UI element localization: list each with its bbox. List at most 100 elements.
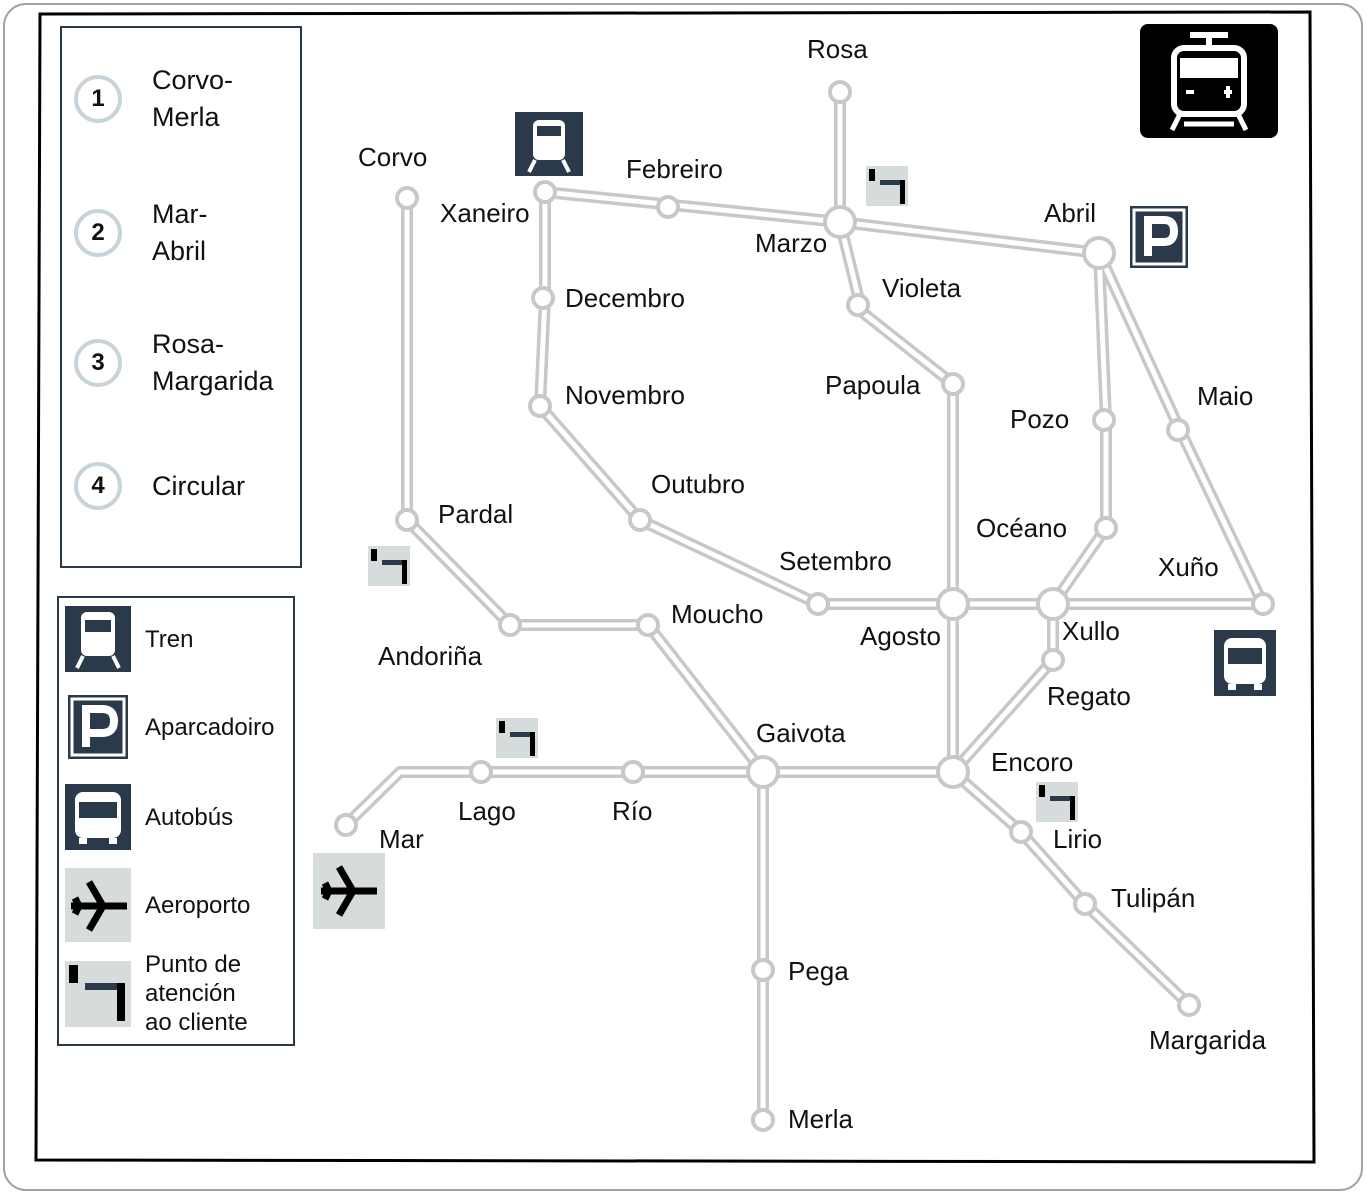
bus-icon (65, 784, 131, 850)
station-marker-corvo[interactable] (395, 186, 419, 210)
line-entry-1[interactable]: 1 Corvo- Merla (74, 62, 282, 136)
line-number-badge: 3 (74, 339, 122, 387)
station-label-pozo: Pozo (1010, 404, 1069, 434)
station-label-xuno: Xuño (1158, 552, 1219, 582)
station-marker-regato[interactable] (1041, 648, 1065, 672)
station-marker-pozo[interactable] (1092, 408, 1116, 432)
station-marker-setembro[interactable] (806, 592, 830, 616)
stations (334, 80, 1275, 1132)
line-number-badge: 1 (74, 75, 122, 123)
station-label-agosto: Agosto (860, 621, 941, 651)
bus-icon (1214, 630, 1276, 696)
legend-entry-bus: Autobús (65, 784, 295, 850)
station-marker-xullo[interactable] (1036, 587, 1070, 621)
station-marker-tulipan[interactable] (1073, 892, 1097, 916)
airplane-icon (313, 853, 385, 929)
station-marker-xuno[interactable] (1251, 592, 1275, 616)
station-label-papoula: Papoula (825, 370, 921, 400)
station-marker-pega[interactable] (751, 958, 775, 982)
station-marker-agosto[interactable] (936, 587, 970, 621)
station-label-setembro: Setembro (779, 546, 892, 576)
customer-service-icon (65, 960, 131, 1027)
legend-entry-airport: Aeroporto (65, 868, 295, 942)
station-label-regato: Regato (1047, 681, 1131, 711)
station-label-margarida: Margarida (1149, 1025, 1267, 1055)
station-marker-novembro[interactable] (528, 394, 552, 418)
station-label-tulipan: Tulipán (1111, 883, 1195, 913)
station-marker-outubro[interactable] (628, 508, 652, 532)
station-label-outubro: Outubro (651, 469, 745, 499)
station-marker-pardal[interactable] (395, 508, 419, 532)
station-marker-gaivota[interactable] (746, 755, 780, 789)
station-marker-decembro[interactable] (531, 286, 555, 310)
customer-service-icon (866, 166, 908, 206)
station-label-rio: Río (612, 796, 652, 826)
map-border (34, 10, 1316, 1164)
line-entry-2[interactable]: 2 Mar- Abril (74, 196, 282, 270)
station-marker-lirio[interactable] (1009, 820, 1033, 844)
station-label-xullo: Xullo (1062, 616, 1120, 646)
line-name: Mar- Abril (152, 199, 208, 266)
station-label-violeta: Violeta (882, 273, 962, 303)
station-marker-margarida[interactable] (1177, 993, 1201, 1017)
station-marker-merla[interactable] (751, 1108, 775, 1132)
station-label-andorina: Andoriña (378, 641, 483, 671)
station-marker-xaneiro[interactable] (533, 180, 557, 204)
lines-legend: 1 Corvo- Merla 2 Mar- Abril 3 Rosa- Marg… (60, 26, 302, 568)
legend-label: Tren (145, 625, 194, 653)
line-name: Circular (152, 470, 246, 501)
airplane-icon (65, 868, 131, 942)
track-line-inner (404, 195, 766, 1123)
symbols-legend: Tren Aparcadoiro Autobús Aeroporto Punto… (57, 596, 295, 1046)
station-label-maio: Maio (1197, 381, 1253, 411)
station-label-febreiro: Febreiro (626, 154, 723, 184)
station-label-abril: Abril (1044, 198, 1096, 228)
customer-service-icon (1036, 782, 1078, 822)
station-label-corvo: Corvo (358, 142, 427, 172)
legend-label: Autobús (145, 803, 234, 831)
train-icon (515, 112, 583, 176)
customer-service-icon (496, 718, 538, 758)
station-label-lago: Lago (458, 796, 516, 826)
station-marker-moucho[interactable] (636, 613, 660, 637)
station-marker-andorina[interactable] (498, 613, 522, 637)
station-marker-papoula[interactable] (941, 372, 965, 396)
track-line-inner (950, 769, 1192, 1008)
line-entry-4[interactable]: 4 Circular (74, 462, 282, 510)
legend-entry-train: Tren (65, 606, 295, 672)
line-number-badge: 4 (74, 462, 122, 510)
station-marker-lago[interactable] (469, 760, 493, 784)
station-marker-maio[interactable] (1166, 418, 1190, 442)
station-marker-encoro[interactable] (936, 755, 970, 789)
station-marker-febreiro[interactable] (656, 195, 680, 219)
station-marker-rio[interactable] (621, 760, 645, 784)
station-marker-mar[interactable] (334, 813, 358, 837)
line-entry-3[interactable]: 3 Rosa- Margarida (74, 326, 282, 400)
legend-label: Punto de atención ao cliente (145, 951, 248, 1036)
station-marker-marzo[interactable] (823, 205, 857, 239)
station-label-merla: Merla (788, 1104, 854, 1134)
tracks (340, 86, 1269, 1126)
line-name: Rosa- Margarida (152, 329, 274, 396)
station-label-moucho: Moucho (671, 599, 764, 629)
parking-icon (65, 694, 131, 760)
station-label-oceano: Océano (976, 513, 1067, 543)
customer-service-icon (368, 546, 410, 586)
legend-label: Aeroporto (145, 891, 251, 919)
train-icon (65, 606, 131, 672)
legend-entry-parking: Aparcadoiro (65, 694, 295, 760)
station-marker-violeta[interactable] (846, 293, 870, 317)
line-number-badge: 2 (74, 209, 122, 257)
station-label-gaivota: Gaivota (756, 718, 846, 748)
station-marker-oceano[interactable] (1094, 516, 1118, 540)
station-label-marzo: Marzo (755, 228, 827, 258)
station-label-rosa: Rosa (807, 34, 868, 64)
station-label-lirio: Lirio (1053, 824, 1102, 854)
station-label-xaneiro: Xaneiro (440, 198, 530, 228)
station-marker-rosa[interactable] (828, 80, 852, 104)
station-label-novembro: Novembro (565, 380, 685, 410)
station-label-encoro: Encoro (991, 747, 1073, 777)
station-label-decembro: Decembro (565, 283, 685, 313)
parking-icon (1130, 206, 1188, 268)
station-marker-abril[interactable] (1082, 236, 1116, 270)
